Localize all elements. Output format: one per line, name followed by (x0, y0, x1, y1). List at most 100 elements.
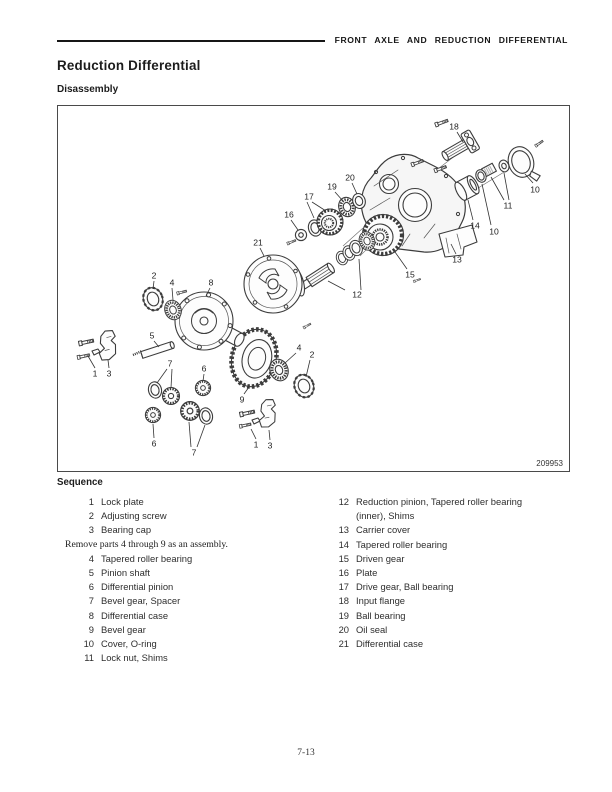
sequence-item: 16 Plate (312, 566, 567, 580)
callout-number: 3 (268, 440, 273, 450)
item-number: 3 (88, 524, 94, 536)
callout-leader-line (156, 368, 168, 384)
part-plate (294, 228, 308, 242)
page-subtitle: Disassembly (57, 84, 119, 95)
callout-number: 5 (150, 330, 155, 340)
sequence-note: Remove parts 4 through 9 as an assembly. (65, 538, 228, 550)
callout-leader-line (188, 421, 192, 448)
callout-leader-line (202, 373, 205, 382)
item-number: 4 (88, 552, 94, 564)
part-differential-case-half (243, 254, 306, 314)
item-number: 7 (88, 595, 94, 607)
callout-leader-line (503, 172, 510, 201)
item-number: 8 (88, 609, 94, 621)
item-label: Adjusting screw (101, 510, 167, 522)
item-number: 19 (338, 609, 349, 621)
item-label: Cover, O-ring (101, 638, 157, 650)
callout-leader-line (152, 280, 155, 290)
plate-screw-icon (285, 238, 297, 246)
callout-leader-line (394, 251, 408, 270)
callout-number: 2 (152, 270, 157, 280)
callout-leader-line (327, 280, 346, 291)
callout-leader-line (268, 429, 271, 441)
callout-leader-line (450, 243, 457, 255)
case-screw-icon (175, 288, 188, 296)
callout-number: 9 (240, 394, 245, 404)
callout-leader-line (250, 428, 257, 440)
item-label: Tapered roller bearing (356, 538, 448, 550)
exploded-view-drawing: 1810111410132019171621151224851376942671… (75, 117, 545, 457)
callout-number: 2 (310, 349, 315, 359)
sequence-item: 6 Differential pinion (57, 580, 312, 594)
part-pinion-shaft (132, 341, 175, 359)
sequence-item: 18 Input flange (312, 594, 567, 608)
item-number: 5 (88, 567, 94, 579)
callout-leader-line (284, 352, 297, 364)
callout-number: 18 (449, 121, 459, 131)
callout-number: 8 (209, 277, 214, 287)
item-number: 11 (84, 652, 94, 664)
sequence-column-right: 12 Reduction pinion, Tapered roller beari… (312, 495, 567, 665)
callout-leader-line (490, 176, 505, 201)
part-adjusting-screw (139, 283, 167, 315)
item-label: Drive gear, Ball bearing (356, 581, 454, 593)
callout-number: 20 (345, 172, 355, 182)
item-number: 21 (338, 638, 349, 650)
callout-leader-line (305, 359, 311, 378)
callout-number: 11 (504, 200, 513, 210)
callout-number: 6 (152, 438, 157, 448)
item-number: 18 (338, 595, 349, 607)
item-number: 1 (88, 496, 94, 507)
callout-leader-line (481, 183, 492, 226)
callout-number: 14 (470, 220, 480, 230)
item-label: Plate (356, 567, 378, 579)
item-number: 20 (338, 623, 349, 635)
sequence-item: 8 Differential case (57, 609, 312, 623)
callout-number: 6 (202, 363, 207, 373)
callout-number: 16 (284, 209, 294, 219)
item-label: Driven gear (356, 552, 405, 564)
part-o-ring (475, 169, 487, 183)
callout-leader-line (152, 423, 155, 439)
sequence-item: 12 Reduction pinion, Tapered roller beari… (312, 495, 567, 523)
callout-leader-line (306, 201, 315, 219)
callout-number: 4 (297, 342, 302, 352)
item-label: Carrier cover (356, 524, 411, 536)
callout-leader-line (107, 359, 110, 369)
part-adjusting-screw (290, 370, 318, 402)
callout-leader-line (153, 340, 160, 348)
item-label: Reduction pinion, Tapered roller bearing… (356, 496, 523, 522)
part-shim-washer (498, 159, 510, 173)
callout-leader-line (524, 173, 534, 184)
callout-leader-line (456, 131, 464, 143)
item-label: Bevel gear (101, 623, 146, 635)
item-number: 9 (88, 623, 94, 635)
part-drive-gear (316, 208, 344, 236)
item-number: 16 (338, 567, 349, 579)
callout-number: 10 (530, 184, 540, 194)
callout-leader-line (259, 247, 265, 257)
callout-number: 7 (168, 358, 173, 368)
item-label: Input flange (356, 595, 405, 607)
item-label: Differential pinion (101, 581, 174, 593)
part-differential-case (174, 291, 245, 351)
item-number: 12 (338, 496, 349, 507)
case-screw-icon (302, 321, 312, 330)
item-label: Differential case (101, 609, 169, 621)
item-number: 6 (88, 581, 94, 593)
callout-leader-line (171, 287, 174, 301)
sequence-heading: Sequence (57, 477, 103, 488)
callout-leader-line (311, 201, 327, 212)
